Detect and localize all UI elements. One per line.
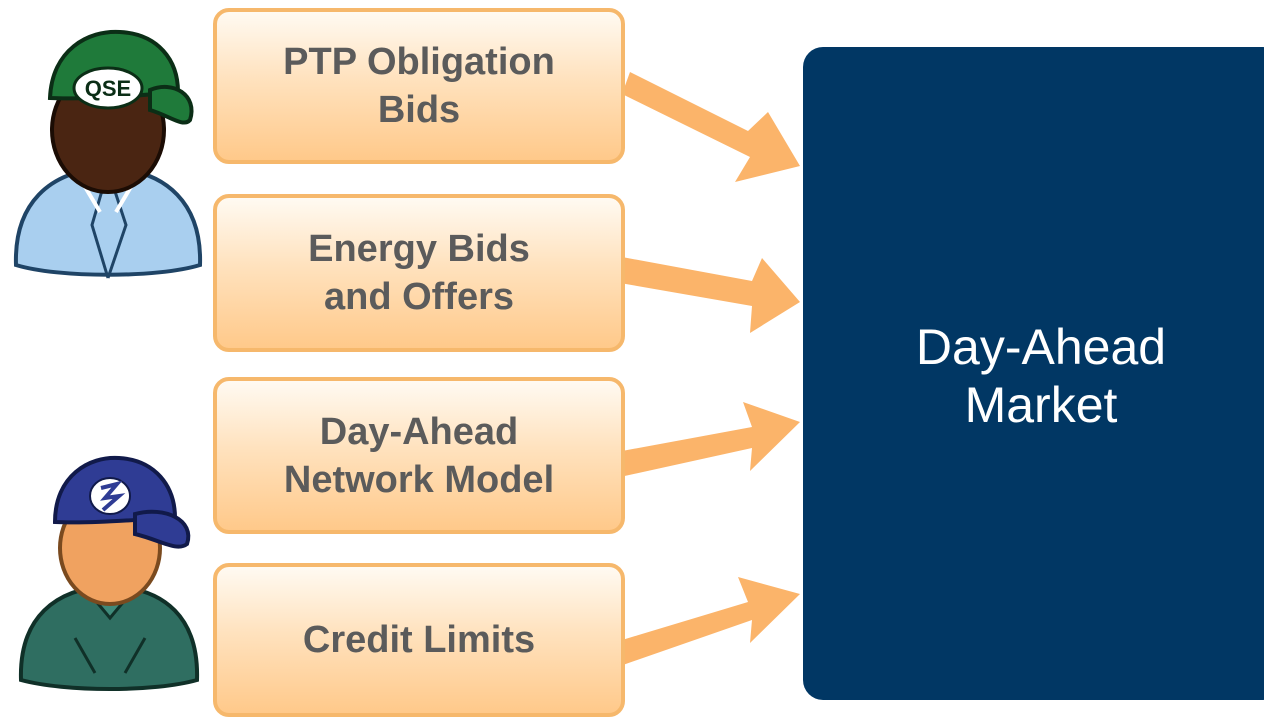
input-label: PTP Obligation Bids [283,41,555,131]
ercot-person-icon [18,455,200,691]
input-label: Energy Bids and Offers [308,228,530,318]
input-box-ptp-obligation-bids: PTP Obligation Bids [213,8,625,164]
arrow-network-to-market [620,402,800,477]
arrow-energy-to-market [620,257,800,333]
qse-person-icon: QSE [13,29,203,279]
input-label: Day-Ahead Network Model [283,410,555,501]
arrow-ptp-to-market [622,72,800,182]
input-box-energy-bids-offers: Energy Bids and Offers [213,194,625,352]
input-box-credit-limits: Credit Limits [213,563,625,717]
input-label: Credit Limits [302,619,536,661]
input-box-network-model: Day-Ahead Network Model [213,377,625,534]
day-ahead-market-box [803,47,1264,700]
qse-cap-text: QSE [85,76,131,101]
day-ahead-market-label: Day-Ahead Market [915,319,1167,433]
arrow-credit-to-market [620,577,800,666]
